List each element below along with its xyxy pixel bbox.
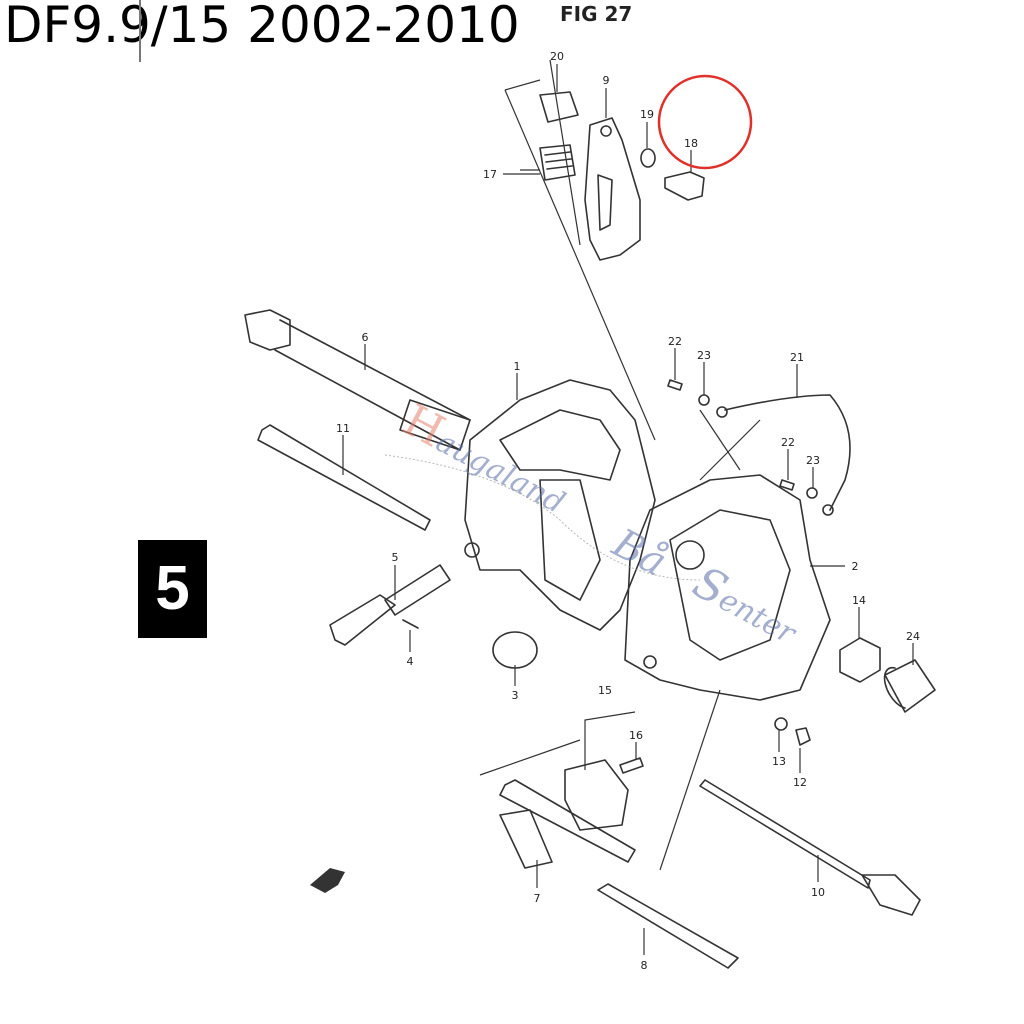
- section-number-badge: 5: [138, 540, 207, 638]
- part-1-stern-bracket: [464, 379, 656, 631]
- part-3-washer: [492, 631, 538, 669]
- part-7-tilt-pin: [499, 779, 636, 863]
- forward-arrow-icon: [310, 868, 345, 893]
- part-14-nut: [839, 637, 881, 683]
- part-15-block: [564, 759, 629, 831]
- part-6-tilt-shaft: [244, 309, 471, 451]
- label-7: 7: [534, 892, 541, 905]
- label-14: 14: [852, 594, 866, 607]
- diagram-title: DF9.9/15 2002-2010: [4, 0, 520, 54]
- part-22-bolt-upper: [667, 379, 683, 391]
- part-23-washer-lower: [806, 487, 818, 499]
- label-17: 17: [483, 168, 497, 181]
- part-10-clip: [861, 874, 921, 916]
- label-23-lower: 23: [806, 454, 820, 467]
- highlight-circle: [657, 74, 753, 170]
- label-2: 2: [852, 560, 859, 573]
- label-22-upper: 22: [668, 335, 682, 348]
- part-5-thrust-rod-lever: [329, 564, 451, 646]
- part-19-washer: [640, 148, 656, 168]
- label-18: 18: [684, 137, 698, 150]
- part-22-bolt-lower: [779, 479, 795, 491]
- part-20-clip: [539, 91, 579, 123]
- part-12-nut: [795, 727, 811, 746]
- part-7-tab: [499, 809, 553, 869]
- label-22-lower: 22: [781, 436, 795, 449]
- label-3: 3: [512, 689, 519, 702]
- label-1: 1: [514, 360, 521, 373]
- label-24: 24: [906, 630, 920, 643]
- label-21: 21: [790, 351, 804, 364]
- watermark-logo: Haugaland Bå Senter: [384, 395, 809, 655]
- part-23-washer-upper: [698, 394, 710, 406]
- label-9: 9: [603, 74, 610, 87]
- label-20: 20: [550, 50, 564, 63]
- part-18-bolt: [664, 171, 705, 201]
- label-5: 5: [392, 551, 399, 564]
- part-labels: 20 9 19 18 17 6 22 23 21 1 11 22 23 2 5 …: [336, 50, 920, 972]
- part-13-washer: [774, 717, 788, 731]
- label-15: 15: [598, 684, 612, 697]
- part-11-through-bolt: [257, 424, 431, 531]
- svg-text:Bå: Bå: [604, 520, 673, 586]
- label-13: 13: [772, 755, 786, 768]
- part-group-tilt-lock: [504, 59, 705, 441]
- label-8: 8: [641, 959, 648, 972]
- label-23-upper: 23: [697, 349, 711, 362]
- figure-label: FIG 27: [560, 2, 633, 26]
- label-10: 10: [811, 886, 825, 899]
- part-10-rod: [699, 779, 871, 889]
- part-21-ground-wire: [716, 394, 851, 516]
- leader-lines: [342, 64, 914, 955]
- svg-text:Haugaland: Haugaland: [395, 395, 577, 524]
- part-2-stern-bracket: [624, 474, 831, 701]
- label-19: 19: [640, 108, 654, 121]
- part-24-bushing: [883, 659, 936, 713]
- part-17-pad: [539, 144, 576, 181]
- part-9-latch-plate: [584, 117, 641, 261]
- label-4: 4: [407, 655, 414, 668]
- part-8-pin: [597, 883, 739, 969]
- label-11: 11: [336, 422, 350, 435]
- label-6: 6: [362, 331, 369, 344]
- label-16: 16: [629, 729, 643, 742]
- label-12: 12: [793, 776, 807, 789]
- part-16-bolt: [619, 757, 644, 774]
- part-4-pin: [402, 619, 419, 629]
